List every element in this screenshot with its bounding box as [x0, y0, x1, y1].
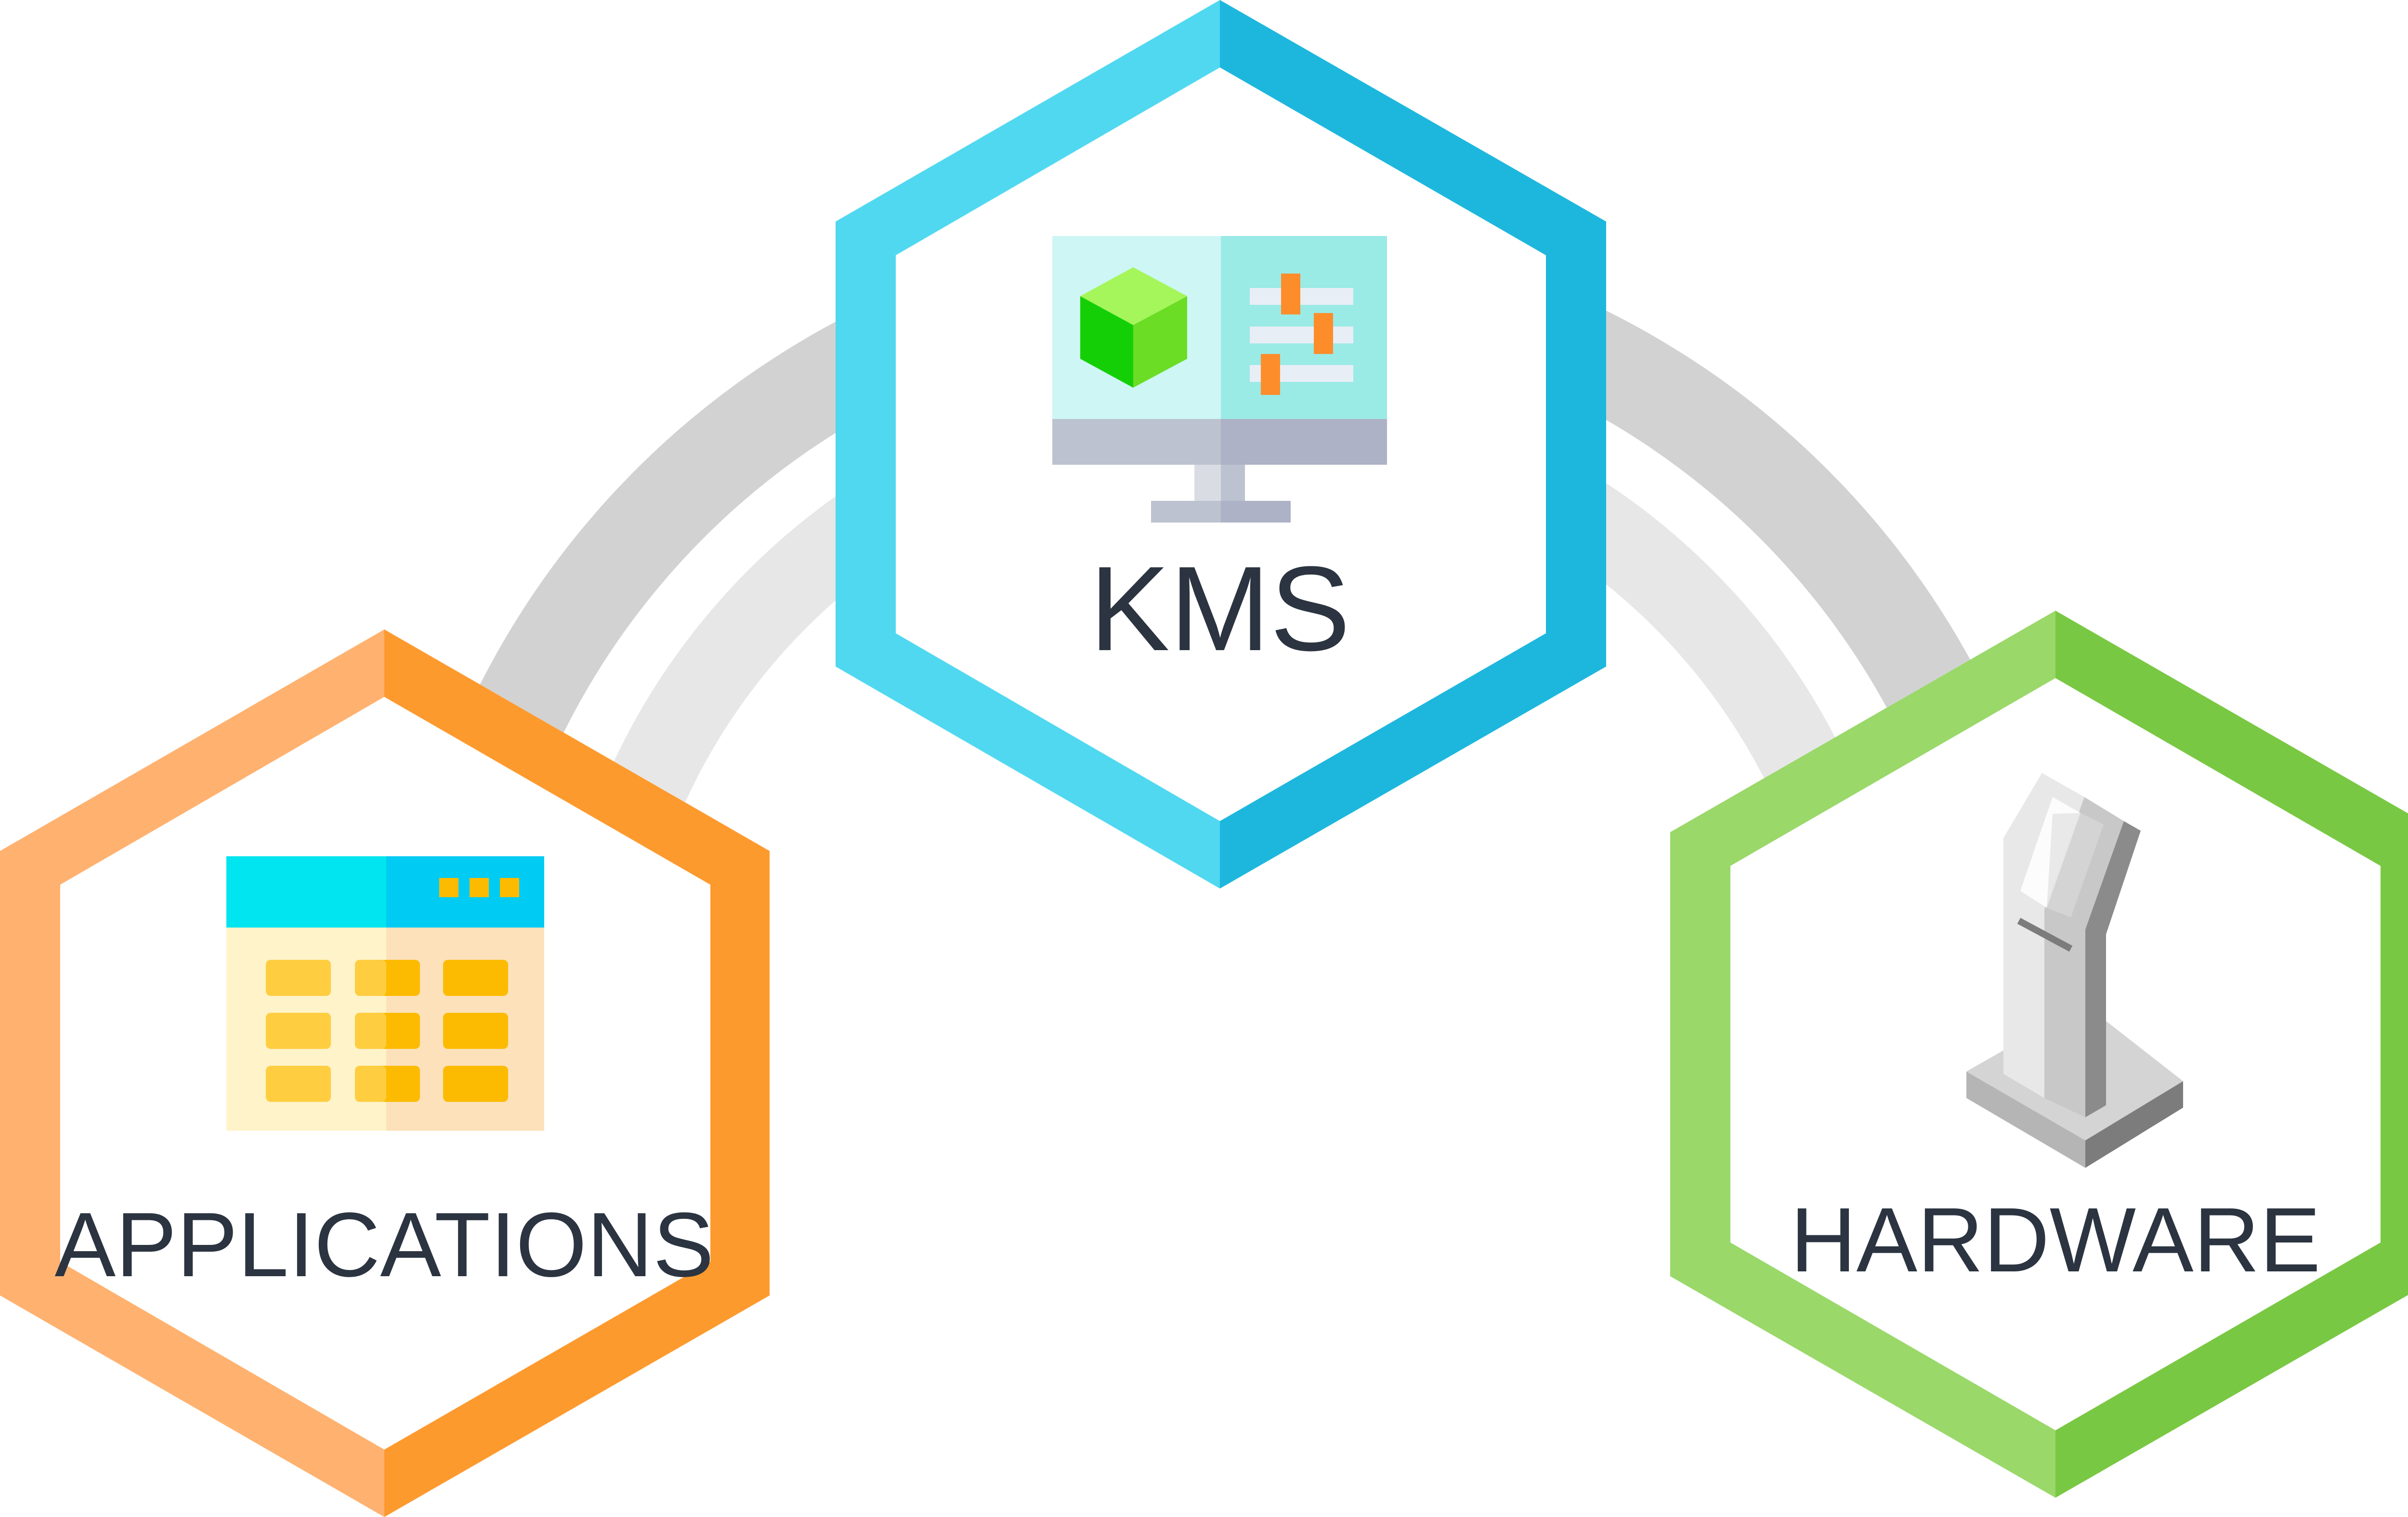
applications-label: APPLICATIONS — [54, 1194, 714, 1296]
app-window-grid-icon — [226, 856, 544, 1131]
applications-hex-left-half — [0, 629, 384, 1517]
monitor-settings-icon — [1052, 236, 1387, 523]
applications-node: APPLICATIONS — [0, 629, 770, 1517]
kms-hex-left-half — [836, 0, 1220, 889]
hardware-node: HARDWARE — [1670, 611, 2408, 1498]
kms-hex-right-half — [1220, 0, 1606, 889]
applications-hex-right-half — [384, 629, 770, 1517]
hardware-label: HARDWARE — [1790, 1189, 2320, 1291]
kiosk-terminal-icon — [1966, 773, 2183, 1168]
kms-node: KMS — [836, 0, 1606, 889]
kms-label: KMS — [1089, 541, 1350, 676]
hardware-hex-left-half — [1670, 611, 2055, 1498]
